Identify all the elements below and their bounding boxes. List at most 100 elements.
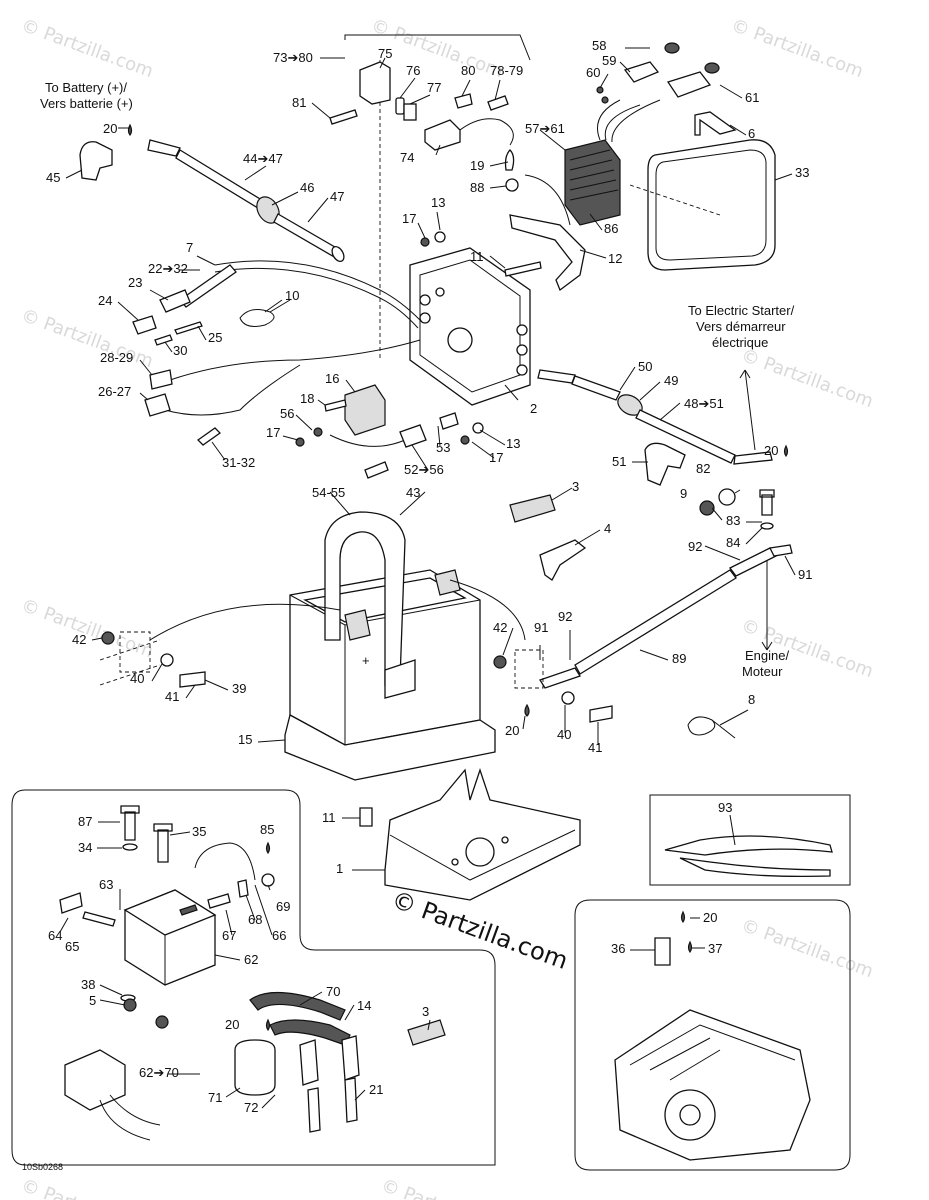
part-88-clamp bbox=[505, 178, 519, 192]
part-40-washer bbox=[561, 691, 575, 705]
spark-plug-cap bbox=[341, 1035, 360, 1081]
dashed-terminal bbox=[514, 649, 544, 689]
part-45-boot bbox=[79, 141, 113, 181]
part-51-boot bbox=[644, 442, 686, 486]
callout: 22➔32 bbox=[148, 261, 188, 276]
grease-drop-icon bbox=[680, 910, 686, 924]
part-42-nut bbox=[101, 631, 115, 645]
part-58-connector bbox=[623, 61, 660, 83]
wire bbox=[169, 339, 421, 381]
wire-harness bbox=[214, 267, 419, 329]
part-78-79 bbox=[487, 95, 509, 111]
part-26-27 bbox=[144, 393, 171, 417]
box-hole bbox=[516, 344, 528, 356]
part-48-cable bbox=[635, 409, 736, 464]
coil-top bbox=[123, 889, 217, 936]
callout: 25 bbox=[208, 330, 222, 345]
note-to-starter: électrique bbox=[712, 335, 768, 350]
watermark: © Partzilla.com bbox=[378, 1175, 516, 1200]
callout: 87 bbox=[78, 814, 92, 829]
part-89-cable bbox=[574, 569, 737, 675]
part-13-washer bbox=[472, 422, 484, 434]
callout: 26-27 bbox=[98, 384, 131, 399]
arrow-line bbox=[149, 603, 341, 641]
callout: 17 bbox=[489, 450, 503, 465]
callout: 5 bbox=[89, 993, 96, 1008]
box-hole bbox=[435, 287, 445, 297]
callout: 20 bbox=[505, 723, 519, 738]
support-hole bbox=[451, 858, 459, 866]
battery-edges bbox=[289, 594, 481, 745]
engine-hub bbox=[679, 1104, 701, 1126]
part-58-connector bbox=[666, 71, 712, 98]
box-hole bbox=[516, 324, 528, 336]
part-4-clip bbox=[539, 539, 587, 581]
callout: 40 bbox=[130, 671, 144, 686]
callout: 3 bbox=[572, 479, 579, 494]
part-65-pin bbox=[82, 911, 116, 927]
engine-block bbox=[614, 1009, 811, 1161]
part-56-nut bbox=[313, 427, 323, 437]
callout: 8 bbox=[748, 692, 755, 707]
callout: 6 bbox=[748, 126, 755, 141]
callout: 9 bbox=[680, 486, 687, 501]
part-1-support bbox=[384, 767, 581, 901]
grease-drop-icon bbox=[265, 841, 271, 855]
part-17-nut bbox=[460, 435, 470, 445]
part-58-seal bbox=[704, 62, 720, 74]
callout: 77 bbox=[427, 80, 441, 95]
wire bbox=[164, 364, 301, 416]
part-92-boot bbox=[729, 547, 777, 577]
callout: 69 bbox=[276, 899, 290, 914]
callout: 57➔61 bbox=[525, 121, 565, 136]
callout: 2 bbox=[530, 401, 537, 416]
terminal-lug bbox=[769, 544, 793, 557]
callout: 12 bbox=[608, 251, 622, 266]
part-23-connector bbox=[159, 289, 191, 313]
part-42-nut bbox=[493, 655, 507, 669]
wire-harness bbox=[214, 260, 421, 321]
part-70-lead bbox=[249, 991, 346, 1021]
part-40-washer bbox=[160, 653, 174, 667]
dashed-terminal bbox=[119, 631, 151, 673]
part-50-boot bbox=[571, 375, 621, 401]
arrow-line bbox=[744, 369, 756, 451]
callout: 23 bbox=[128, 275, 142, 290]
note-to-starter: To Electric Starter/ bbox=[688, 303, 795, 318]
callout: 61 bbox=[745, 90, 759, 105]
callout: 82 bbox=[696, 461, 710, 476]
ignition-group-frame bbox=[11, 789, 496, 1166]
grease-drop-icon bbox=[127, 123, 133, 137]
part-3-clip bbox=[509, 494, 556, 523]
regulator-fins bbox=[569, 149, 619, 201]
callout: 31-32 bbox=[222, 455, 255, 470]
callout: 65 bbox=[65, 939, 79, 954]
part-21-spark-plug bbox=[344, 1077, 358, 1123]
bracket-line bbox=[344, 34, 531, 61]
callout: 49 bbox=[664, 373, 678, 388]
plus-mark: + bbox=[362, 653, 370, 668]
leader-lines bbox=[59, 47, 796, 1109]
part-80 bbox=[454, 93, 473, 109]
part-58-seal bbox=[664, 42, 680, 54]
part-9-nut bbox=[699, 500, 715, 516]
callout: 67 bbox=[222, 928, 236, 943]
callout: 41 bbox=[165, 689, 179, 704]
part-13-washer bbox=[434, 231, 446, 243]
part-93-crimper bbox=[664, 835, 833, 856]
callout: 20 bbox=[225, 1017, 239, 1032]
part-24-housing bbox=[132, 315, 157, 335]
callout: 11 bbox=[470, 249, 484, 264]
callout: 41 bbox=[588, 740, 602, 755]
part-43-strap bbox=[324, 511, 406, 686]
callout: 48➔51 bbox=[684, 396, 724, 411]
part-35-bolt bbox=[153, 823, 173, 863]
callout: 10 bbox=[285, 288, 299, 303]
callout: 3 bbox=[422, 1004, 429, 1019]
callout: 53 bbox=[436, 440, 450, 455]
grease-drop-icon bbox=[524, 703, 530, 717]
part-5-nut bbox=[123, 998, 137, 1012]
part-8-tie bbox=[687, 716, 736, 739]
callout: 17 bbox=[402, 211, 416, 226]
